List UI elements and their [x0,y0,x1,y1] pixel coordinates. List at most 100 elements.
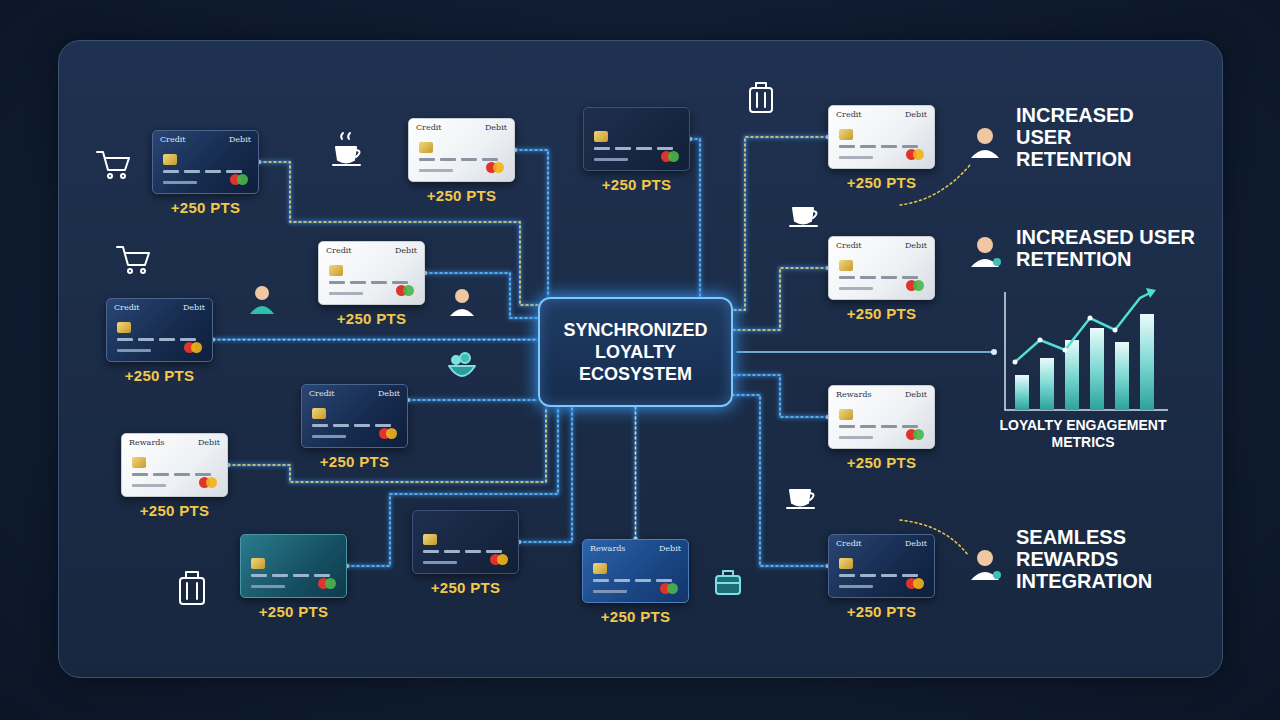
card-digits [881,425,897,428]
card-header: CreditDebit [829,237,934,251]
card-header: CreditDebit [153,131,258,145]
card-box: CreditDebit+250 PTS [828,105,935,169]
card-digits [656,579,672,582]
card-digits [636,147,652,150]
card-chip [132,457,146,468]
connector-line [690,139,700,297]
card-logo [667,583,678,594]
card-header: Rewards Debit [829,386,934,400]
connector-line [515,150,548,297]
connector-line [519,407,572,542]
card-digits [881,276,897,279]
card-box: RewardsDebit+250 PTS [582,539,689,603]
card-digits [251,574,267,577]
card-digits [226,170,242,173]
card-box: CreditDebit+250 PTS [152,130,259,194]
card-digits [163,181,197,184]
connector-line [213,339,538,341]
card-digits [839,585,873,588]
card-digits [839,156,873,159]
points-label: +250 PTS [259,603,329,620]
card-chip [839,409,853,420]
card-chip [312,408,326,419]
card-digits [839,276,855,279]
connector-glow [213,338,538,341]
bowl-icon [449,353,475,376]
card-digits [329,292,363,295]
card-digits [350,281,366,284]
card-chip [839,558,853,569]
card-chip [329,265,343,276]
card-digits [839,425,855,428]
card-logo [668,151,679,162]
connector-line [408,399,538,401]
card-type: Debit [905,390,927,400]
person-icon [971,550,1001,580]
card-digits [839,145,855,148]
card-type: Credit [416,123,442,133]
points-label: +250 PTS [847,305,917,322]
card-digits [371,281,387,284]
connector-line [259,162,538,305]
card-digits [419,158,435,161]
card-box: CreditDebit+250 PTS [106,298,213,362]
card-header: RewardsDebit [583,540,688,554]
card-digits [153,473,169,476]
card-digits [423,550,439,553]
card-logo [913,578,924,589]
connector-glow [425,273,538,318]
card-box: CreditDebit+250 PTS [828,534,935,598]
card-digits [132,473,148,476]
card-digits [461,158,477,161]
card-box: CreditDebit+250 PTS [828,236,935,300]
connector-glow [519,407,572,542]
card-digits [860,276,876,279]
card-digits [482,158,498,161]
card-digits [184,170,200,173]
card-digits [329,281,345,284]
card-logo [403,285,414,296]
annotation-label: SEAMLESS REWARDS INTEGRATION [1016,526,1166,592]
card-digits [117,338,133,341]
card-chip [423,534,437,545]
card-digits [392,281,408,284]
card-chip [163,154,177,165]
points-label: +250 PTS [847,454,917,471]
card-box: CreditDebit+250 PTS [318,241,425,305]
card-header: Credit Debit [829,106,934,120]
card-digits [657,147,673,150]
card-type: Rewards [836,390,871,400]
card-digits [594,147,610,150]
card-digits [839,574,855,577]
cup-icon [790,208,817,226]
points-label: +250 PTS [125,367,195,384]
card-header: CreditDebit [409,119,514,133]
card-digits [593,590,627,593]
card-digits [205,170,221,173]
card-type: Debit [198,438,220,448]
connector-glow [259,162,538,305]
annotation-label: LOYALTY ENGAGEMENT METRICS [988,417,1178,451]
luggage-icon [180,572,204,604]
card-type: Debit [905,110,927,120]
card-digits [419,169,453,172]
card-digits [312,435,346,438]
hub-box: SYNCHRONIZED LOYALTY ECOSYSTEM [538,297,733,407]
card-type: Credit [836,110,862,120]
card-type: Debit [183,303,205,313]
connector-glow [733,395,828,566]
card-digits [593,579,609,582]
card-logo [913,429,924,440]
card-chip [117,322,131,333]
card-digits [902,574,918,577]
card-digits [195,473,211,476]
card-logo [913,149,924,160]
card-header: RewardsDebit [122,434,227,448]
card-type: Debit [229,135,251,145]
card-type: Credit [114,303,140,313]
card-digits [881,574,897,577]
card-box: +250 PTS [412,510,519,574]
points-label: +250 PTS [337,310,407,327]
card-type: Debit [659,544,681,554]
connector-line [733,395,828,566]
